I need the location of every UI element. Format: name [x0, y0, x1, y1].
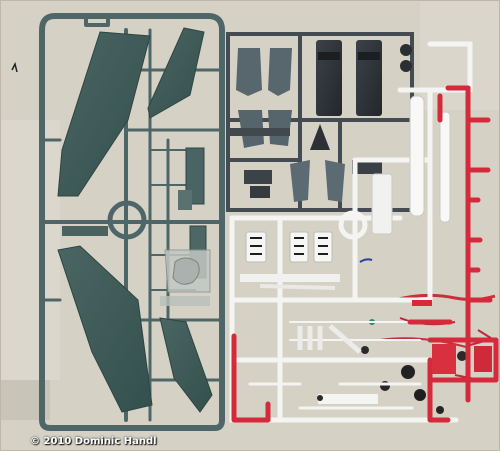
wing-parts — [57, 27, 213, 413]
pen-mark — [11, 61, 18, 73]
red-sprue — [231, 85, 499, 423]
photo-caption: © 2010 Dominic Handl — [30, 436, 157, 447]
dark-parts — [230, 40, 412, 202]
red-parts — [412, 300, 492, 374]
clear-parts — [160, 249, 211, 306]
white-parts — [240, 95, 451, 404]
